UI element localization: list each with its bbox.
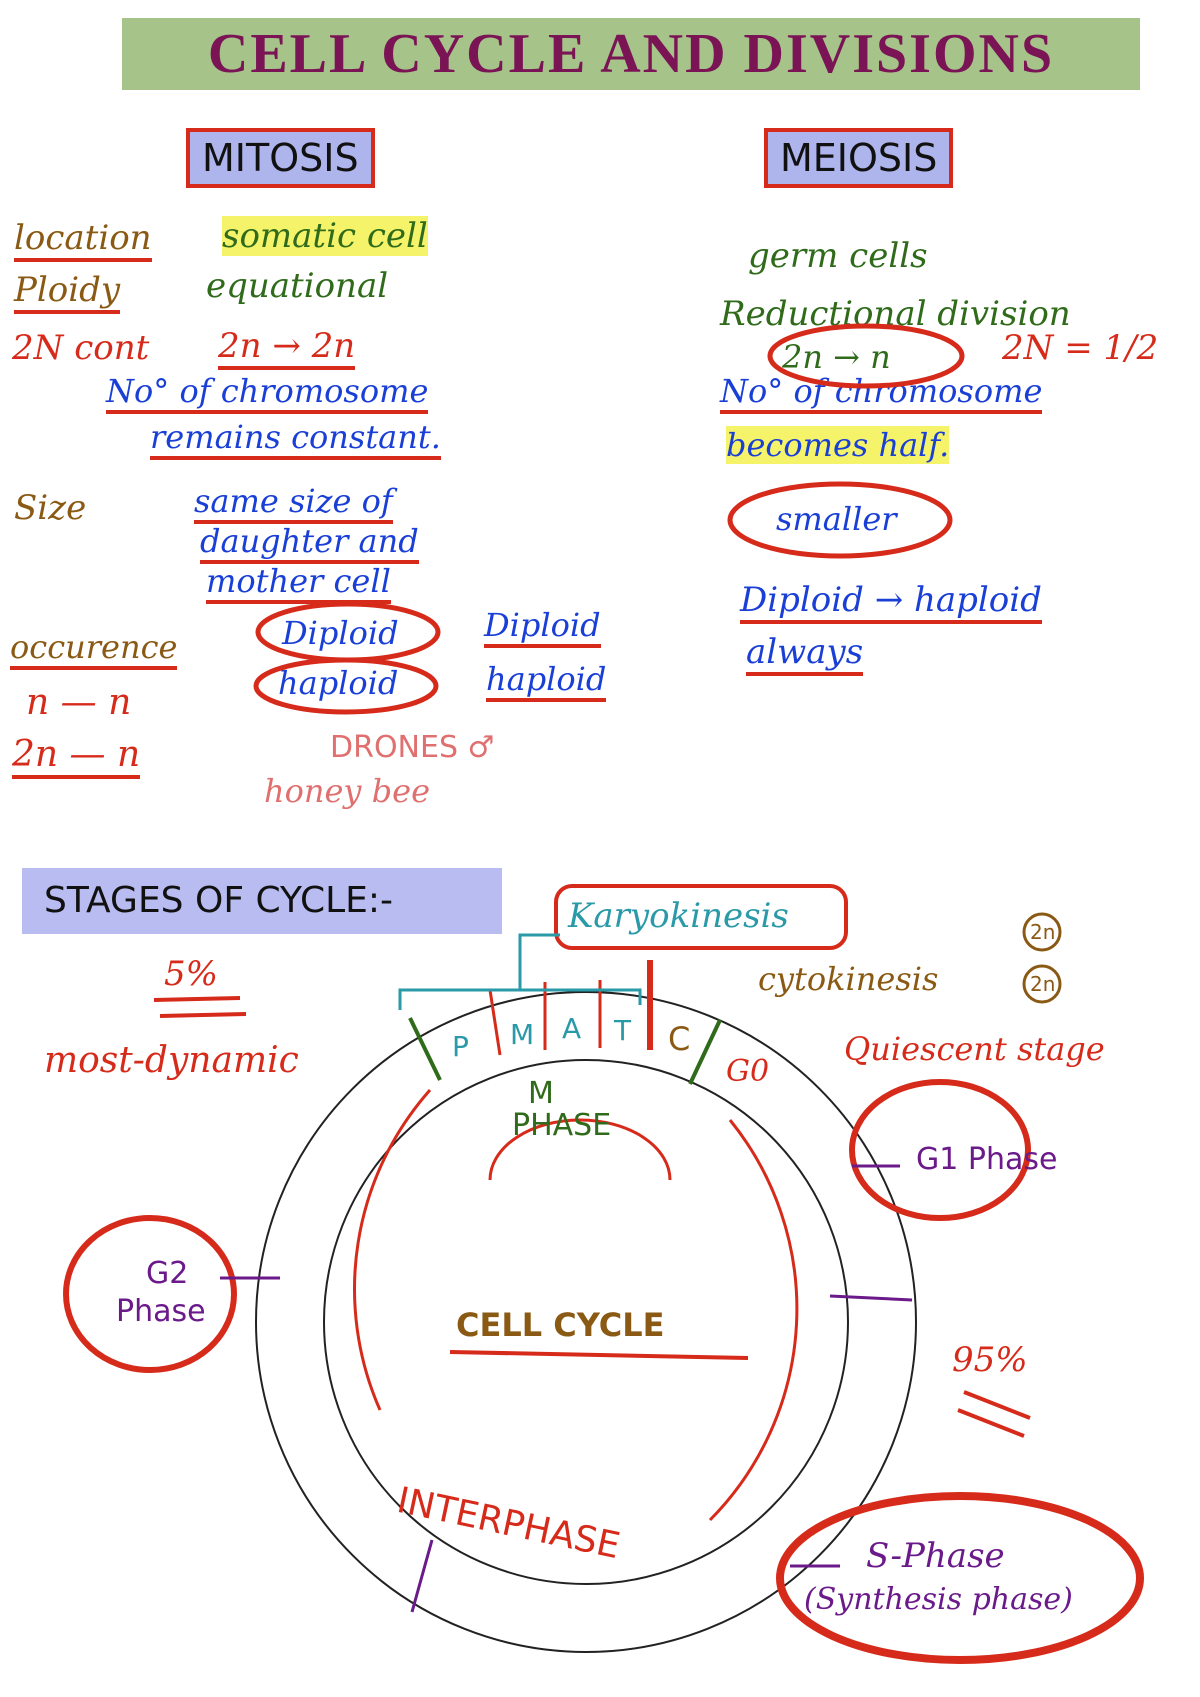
mitosis-size-line3: mother cell [206,562,391,604]
mitosis-size-line1: same size of [194,482,393,524]
purple-tick-right [829,1294,913,1302]
s-phase-sub-label: (Synthesis phase) [804,1582,1073,1617]
cell-cycle-underline [449,1350,749,1360]
purple-tick-bottom [410,1539,434,1613]
mitosis-occ-diploid-b: Diploid [484,606,601,648]
meiosis-chrom-line1: No° of chromosome [720,372,1043,414]
meiosis-smaller: smaller [776,500,897,538]
g0-label: G0 [726,1054,770,1089]
title-banner [122,18,1140,90]
drones-label: DRONES ♂ [330,730,495,765]
badge-top-text: 2n [1030,920,1056,944]
badge-bottom-text: 2n [1030,972,1056,996]
letter-p: P [452,1030,469,1063]
stages-heading: STAGES OF CYCLE:- [44,880,394,921]
stages-heading-bar [22,868,502,934]
honey-bee-label: honey bee [264,772,431,810]
circle-smaller [727,481,953,559]
letter-m: M [510,1018,535,1051]
badge-top-circle [1022,912,1062,952]
meiosis-always: always [746,632,864,676]
teal-connector [518,933,560,990]
circle-ratio [767,323,965,389]
ninety-five-underline-1 [963,1390,1031,1420]
meiosis-heading: MEIOSIS [764,128,954,188]
m-phase-m: M [528,1076,554,1111]
mitosis-2n-label: 2N cont [12,328,150,368]
meiosis-diploid-haploid: Diploid → haploid [740,580,1042,624]
mitosis-ploidy-value: equational [206,266,389,306]
mitosis-chrom-line2: remains constant. [150,418,441,460]
five-underline-1 [153,996,241,1002]
page-title: CELL CYCLE AND DIVISIONS [207,23,1055,85]
mitosis-side-n1: n — n [26,682,132,723]
mitosis-size-label: Size [14,488,87,528]
most-dynamic-label: most-dynamic [44,1040,299,1081]
meiosis-half: 2N = 1/2 [1002,328,1159,368]
mitosis-location-label: location [14,218,152,262]
ninety-five-underline-2 [957,1408,1025,1438]
inner-ring [323,1059,849,1585]
mitosis-chrom-line1: No° of chromosome [106,372,429,414]
cytokinesis-label: cytokinesis [758,960,939,998]
five-underline-2 [159,1012,247,1018]
outer-ring [255,991,917,1653]
sector-line-6 [688,1019,722,1085]
arc-left [353,1089,432,1411]
arc-right [708,1119,799,1522]
g2-line1: G2 [146,1256,189,1291]
sector-line-2 [488,989,502,1056]
s-phase-label: S-Phase [866,1536,1005,1576]
g1-circle [849,1079,1031,1221]
mitosis-occ-haploid-a: haploid [278,664,399,702]
karyokinesis-label: Karyokinesis [568,896,789,936]
letter-c: C [668,1020,691,1058]
circle-haploid [253,657,439,715]
circle-diploid [255,601,441,663]
meiosis-chrom-line2: becomes half. [726,426,950,464]
arc-mphase [488,1118,672,1181]
letter-t: T [614,1014,632,1047]
letter-a: A [562,1012,582,1045]
mitosis-occ-diploid-a: Diploid [282,614,399,652]
karyokinesis-box [554,884,848,950]
quiescent-label: Quiescent stage [844,1030,1105,1068]
mitosis-2n-value: 2n → 2n [218,326,356,370]
g1-phase-label: G1 Phase [916,1142,1058,1177]
mitosis-heading: MITOSIS [186,128,375,188]
cell-cycle-label: CELL CYCLE [456,1306,665,1344]
ninety-five-label: 95% [952,1340,1028,1380]
mitosis-location-value: somatic cell [222,216,428,256]
meiosis-germ-cells: germ cells [748,236,928,276]
mitosis-occ-haploid-b: haploid [486,660,607,702]
s-phase-circle [776,1492,1144,1664]
mitosis-occurence-label: occurence [10,628,178,670]
mitosis-ploidy-label: Ploidy [14,270,121,314]
badge-bottom-circle [1022,964,1062,1004]
five-percent-label: 5% [164,954,218,994]
mitosis-side-n2: 2n — n [12,734,141,779]
g2-line2: Phase [116,1294,206,1329]
m-phase-label: PHASE [512,1108,612,1143]
meiosis-ratio: 2n → n [782,338,891,376]
mitosis-size-line2: daughter and [200,522,419,564]
g2-circle [63,1215,237,1373]
sector-line-1 [408,1017,442,1081]
